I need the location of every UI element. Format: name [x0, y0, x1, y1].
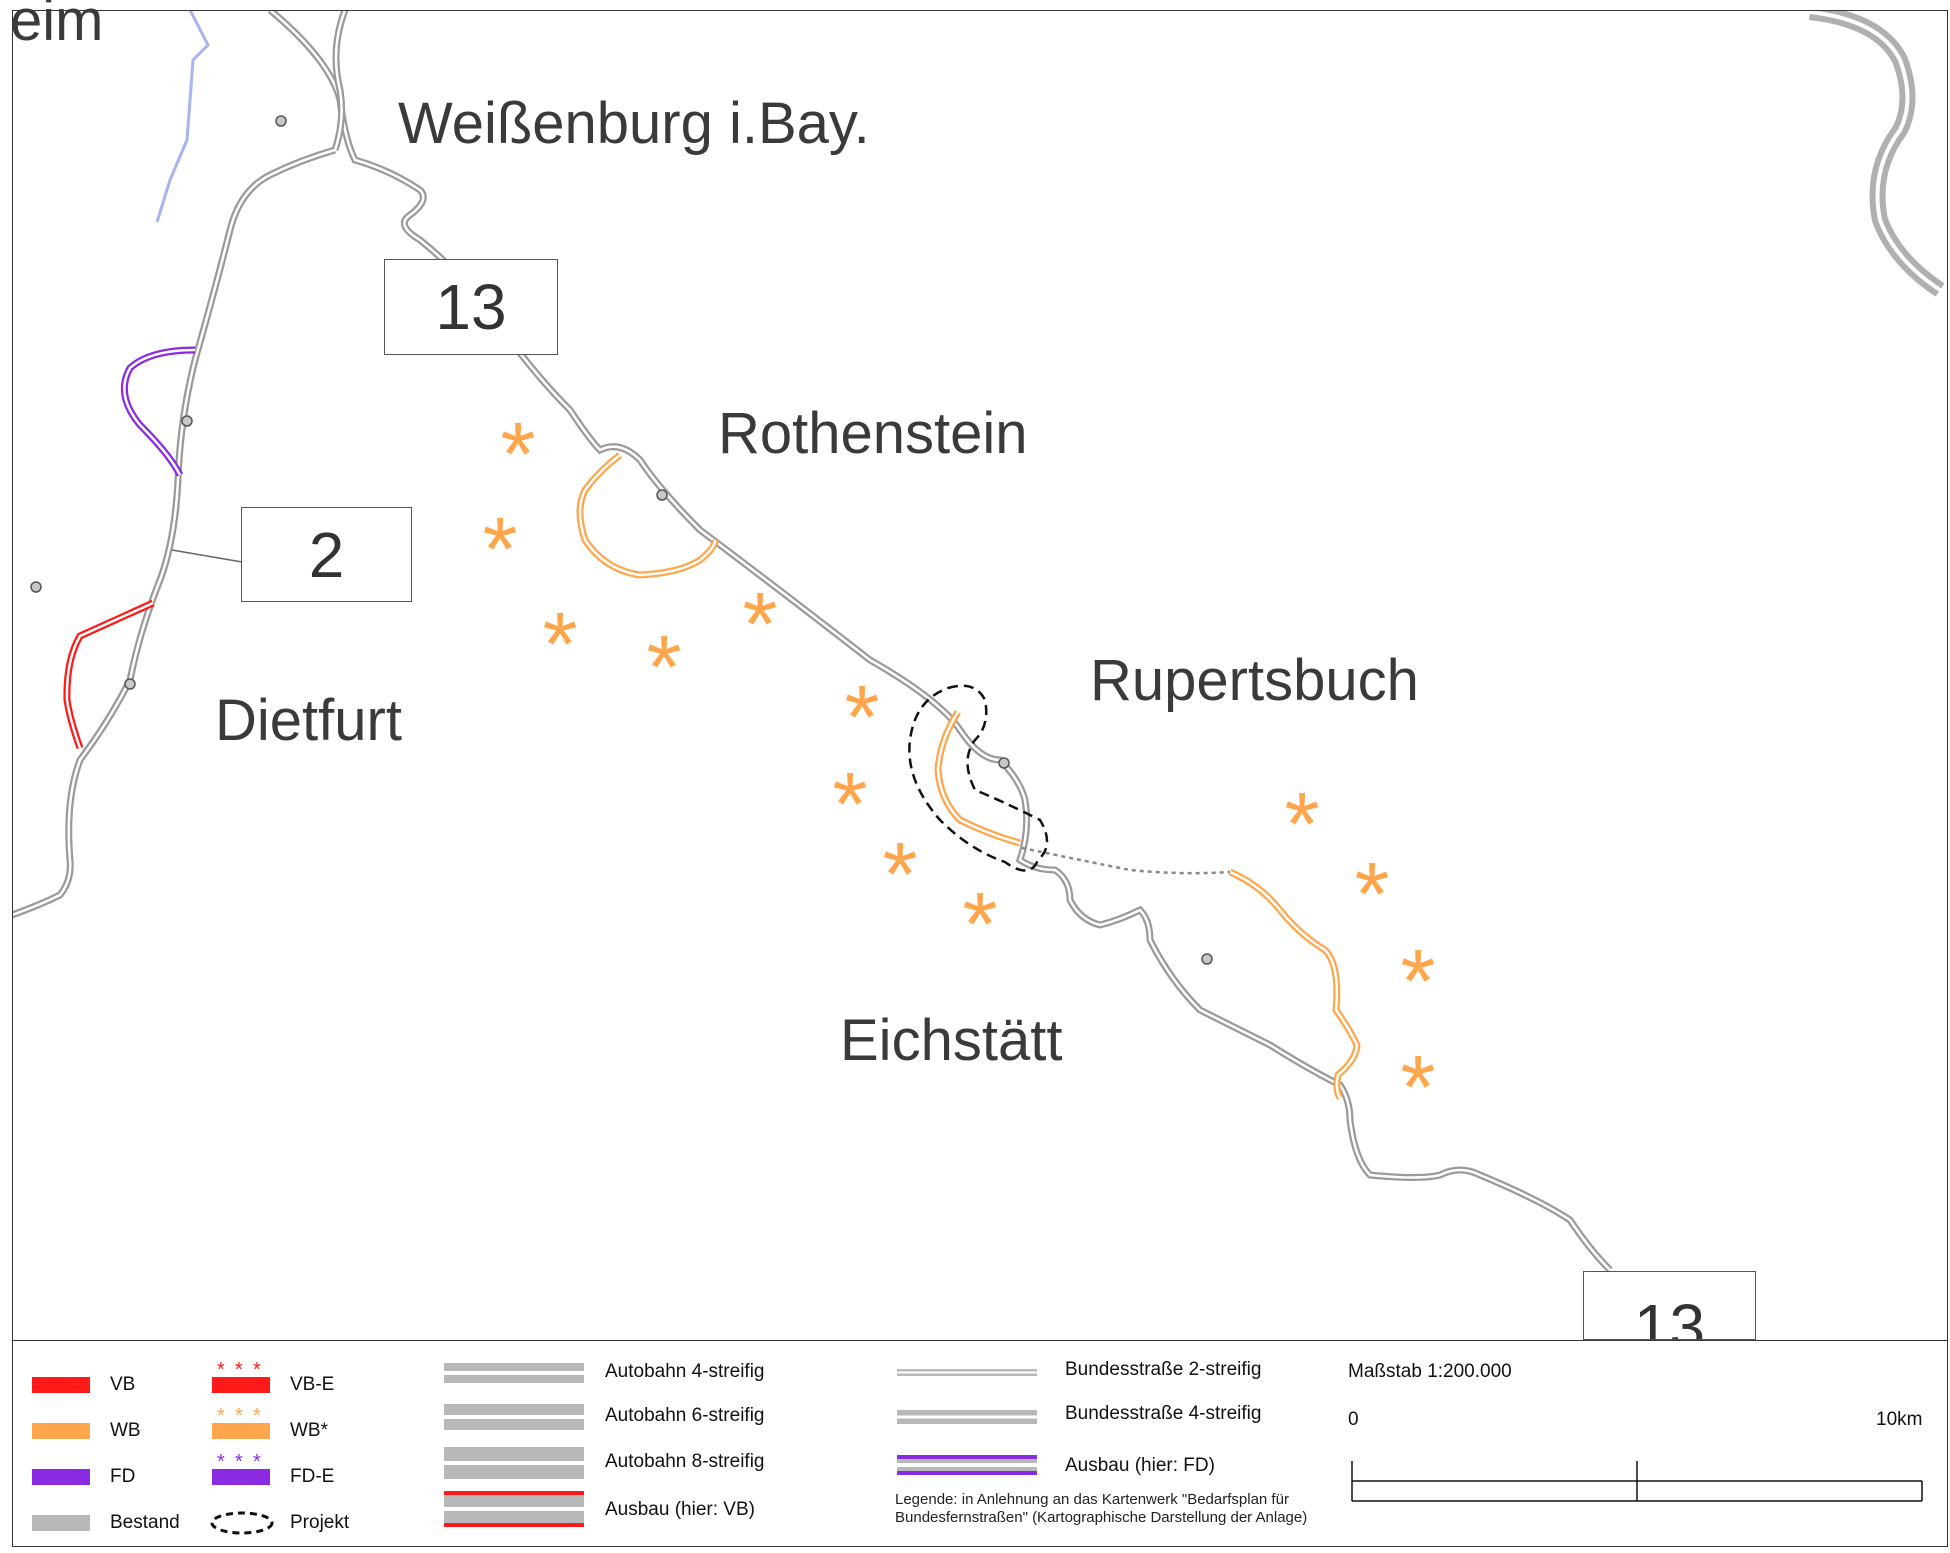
wb-bypass-rothenstein: [576, 452, 719, 579]
legend-label-autobahn-8: Autobahn 8-streifig: [605, 1451, 765, 1472]
legend-label-wb: WB: [110, 1420, 141, 1441]
scale-bar: [1351, 1461, 1923, 1502]
legend-label-fd-e: FD-E: [290, 1466, 335, 1487]
legend-swatch-wb-star: * * *: [212, 1405, 270, 1439]
wb-star-markers: * * * * * * * * * * * * *: [482, 405, 1435, 1138]
legend-swatch-fd: [32, 1469, 90, 1485]
wb-bypass-rupertsbuch: [934, 710, 1021, 847]
svg-text:*: *: [217, 1359, 225, 1381]
place-label-eichstaett: Eichstätt: [840, 1008, 1063, 1073]
projekt-outline: [908, 684, 1049, 872]
legend-note-line-1: Legende: in Anlehnung an das Kartenwerk …: [895, 1491, 1289, 1508]
svg-text:*: *: [1354, 845, 1389, 945]
place-label-dietfurt: Dietfurt: [215, 688, 402, 753]
legend-label-vb-e: VB-E: [290, 1374, 335, 1395]
svg-text:*: *: [832, 755, 867, 855]
legend: * * * * * * * * *: [12, 1340, 1948, 1548]
route-shield-b2: 2: [241, 507, 412, 602]
legend-label-wb-star: WB*: [290, 1420, 328, 1441]
legend-label-ausbau-fd: Ausbau (hier: FD): [1065, 1455, 1215, 1476]
junction-points: [30, 115, 1213, 965]
legend-symbol-ausbau-fd: [897, 1455, 1037, 1475]
legend-label-autobahn-4: Autobahn 4-streifig: [605, 1361, 765, 1382]
legend-label-fd: FD: [110, 1466, 136, 1487]
vb-bypass: [63, 599, 155, 750]
svg-text:*: *: [217, 1405, 225, 1427]
svg-text:*: *: [500, 405, 535, 505]
legend-symbols: * * * * * * * * *: [32, 1359, 1923, 1535]
svg-text:*: *: [253, 1451, 261, 1473]
scale-title: Maßstab 1:200.000: [1348, 1361, 1512, 1382]
legend-swatch-fd-e: * * *: [212, 1451, 270, 1485]
svg-text:*: *: [882, 825, 917, 925]
route-shield-b13-south: 13: [1583, 1271, 1756, 1340]
svg-text:*: *: [962, 875, 997, 975]
legend-label-bundesstrasse-2: Bundesstraße 2-streifig: [1065, 1359, 1262, 1380]
legend-symbol-ausbau-vb: [444, 1491, 584, 1527]
fd-bypass: [120, 346, 196, 477]
svg-text:*: *: [235, 1451, 243, 1473]
legend-label-bestand: Bestand: [110, 1512, 180, 1533]
legend-note-line-2: Bundesfernstraßen" (Kartographische Dars…: [895, 1509, 1308, 1526]
svg-text:*: *: [1400, 1038, 1435, 1138]
svg-text:*: *: [235, 1359, 243, 1381]
legend-swatch-vb-e: * * *: [212, 1359, 270, 1393]
svg-text:*: *: [482, 500, 517, 600]
svg-text:*: *: [542, 595, 577, 695]
legend-swatch-wb: [32, 1423, 90, 1439]
place-label-partial: eim: [10, 0, 104, 53]
wb-bypass-eichstaett: [1228, 868, 1361, 1100]
river: [155, 11, 210, 223]
legend-label-projekt: Projekt: [290, 1512, 350, 1533]
legend-symbol-autobahn-6: [444, 1404, 584, 1430]
legend-swatch-bestand: [32, 1515, 90, 1531]
legend-label-autobahn-6: Autobahn 6-streifig: [605, 1405, 765, 1426]
motorway-east: [1809, 11, 1945, 297]
legend-symbol-autobahn-4: [444, 1363, 584, 1383]
legend-label-bundesstrasse-4: Bundesstraße 4-streifig: [1065, 1403, 1262, 1424]
svg-text:*: *: [217, 1451, 225, 1473]
legend-swatch-vb: [32, 1377, 90, 1393]
svg-text:*: *: [742, 575, 777, 675]
svg-text:*: *: [253, 1359, 261, 1381]
legend-symbol-bundesstrasse-2: [897, 1369, 1037, 1376]
legend-label-ausbau-vb: Ausbau (hier: VB): [605, 1499, 755, 1520]
legend-note: Legende: in Anlehnung an das Kartenwerk …: [895, 1491, 1307, 1527]
svg-text:*: *: [253, 1405, 261, 1427]
connector-dotted: [1021, 846, 1231, 875]
legend-symbol-autobahn-8: [444, 1447, 584, 1479]
svg-text:*: *: [1400, 932, 1435, 1032]
road-b2: [13, 11, 349, 919]
place-label-weissenburg: Weißenburg i.Bay.: [398, 91, 870, 156]
svg-text:*: *: [646, 618, 681, 718]
svg-text:*: *: [235, 1405, 243, 1427]
legend-swatch-projekt: [210, 1511, 274, 1535]
svg-text:*: *: [1284, 775, 1319, 875]
svg-text:*: *: [844, 668, 879, 768]
route-b2-leader: [171, 549, 243, 563]
place-label-rothenstein: Rothenstein: [718, 401, 1028, 466]
scale-label-end: 10km: [1876, 1409, 1923, 1430]
map-canvas[interactable]: * * * * * * * * * * * * *: [0, 0, 1950, 1340]
legend-label-vb: VB: [110, 1374, 136, 1395]
place-label-rupertsbuch: Rupertsbuch: [1090, 648, 1419, 713]
route-shield-b13-north: 13: [384, 259, 558, 355]
legend-symbol-bundesstrasse-4: [897, 1410, 1037, 1424]
scale-label-start: 0: [1348, 1409, 1359, 1430]
road-b13: [267, 11, 1613, 1273]
